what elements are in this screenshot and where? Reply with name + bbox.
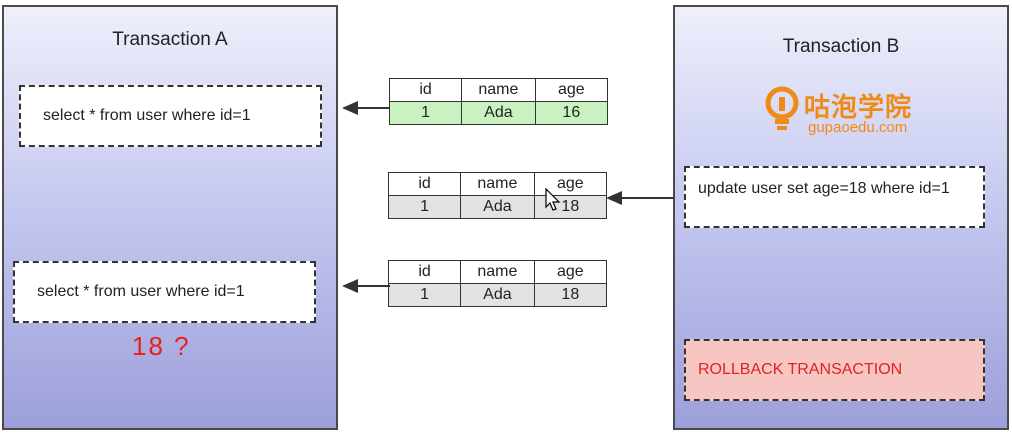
table-1-header-id: id bbox=[388, 78, 463, 102]
table-2-header-age: age bbox=[533, 172, 608, 196]
update-query-box: update user set age=18 where id=1 bbox=[684, 166, 985, 228]
update-query-text: update user set age=18 where id=1 bbox=[698, 180, 950, 197]
rollback-text: ROLLBACK TRANSACTION bbox=[698, 361, 903, 378]
table-1-cell-age: 16 bbox=[534, 101, 609, 125]
table-2-cell-name: Ada bbox=[460, 195, 535, 219]
select-query-1-text: select * from user where id=1 bbox=[43, 107, 251, 124]
logo-url: gupaoedu.com bbox=[808, 119, 908, 136]
transaction-b-panel: Transaction B 咕泡学院 gupaoedu.com update u… bbox=[673, 5, 1009, 430]
table-3-header-age: age bbox=[533, 260, 608, 284]
mouse-cursor-icon bbox=[545, 188, 561, 211]
table-3-cell-name: Ada bbox=[460, 283, 535, 307]
table-3-header-row: id name age bbox=[387, 260, 608, 284]
lightbulb-icon bbox=[765, 86, 799, 130]
table-2-cell-id: 1 bbox=[387, 195, 462, 219]
table-1-header-row: id name age bbox=[388, 78, 609, 102]
transaction-b-title: Transaction B bbox=[782, 36, 900, 57]
transaction-a-panel: Transaction A select * from user where i… bbox=[2, 5, 338, 430]
table-2-data-row: 1 Ada 18 bbox=[387, 195, 608, 219]
arrow-update-to-table2 bbox=[606, 191, 674, 205]
table-2-header-row: id name age bbox=[387, 172, 608, 196]
select-query-box-1: select * from user where id=1 bbox=[19, 85, 322, 147]
data-table-2: id name age 1 Ada 18 bbox=[387, 172, 608, 219]
rollback-box: ROLLBACK TRANSACTION bbox=[684, 339, 985, 401]
logo-name: 咕泡学院 bbox=[804, 92, 913, 122]
select-query-box-2: select * from user where id=1 bbox=[13, 261, 316, 323]
table-3-cell-id: 1 bbox=[387, 283, 462, 307]
table-1-cell-id: 1 bbox=[388, 101, 463, 125]
table-2-header-name: name bbox=[460, 172, 535, 196]
transaction-a-title: Transaction A bbox=[112, 29, 228, 50]
gupao-logo: 咕泡学院 gupaoedu.com bbox=[764, 85, 934, 141]
select-query-2-text: select * from user where id=1 bbox=[37, 283, 245, 300]
table-3-cell-age: 18 bbox=[533, 283, 608, 307]
table-3-data-row: 1 Ada 18 bbox=[387, 283, 608, 307]
table-1-cell-name: Ada bbox=[461, 101, 536, 125]
arrow-table3-to-query2 bbox=[342, 279, 390, 293]
data-table-3: id name age 1 Ada 18 bbox=[387, 260, 608, 307]
arrow-table1-to-query1 bbox=[342, 101, 390, 115]
data-table-1: id name age 1 Ada 16 bbox=[388, 78, 609, 125]
table-3-header-name: name bbox=[460, 260, 535, 284]
table-1-data-row: 1 Ada 16 bbox=[388, 101, 609, 125]
table-3-header-id: id bbox=[387, 260, 462, 284]
table-1-header-name: name bbox=[461, 78, 536, 102]
table-1-header-age: age bbox=[534, 78, 609, 102]
question-text: 18 ? bbox=[132, 331, 191, 361]
table-2-header-id: id bbox=[387, 172, 462, 196]
